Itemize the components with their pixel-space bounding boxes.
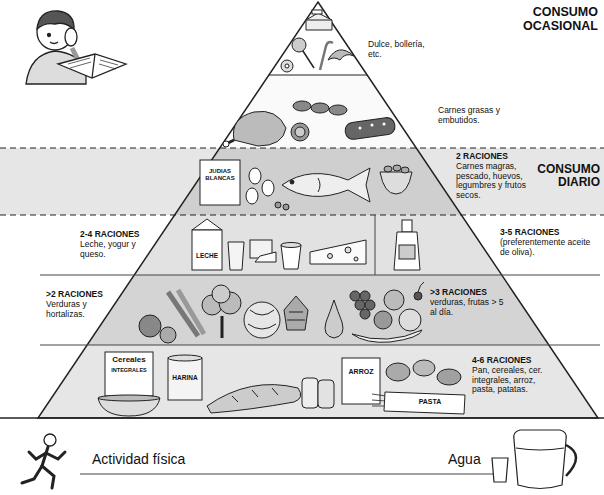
food-group-text: Pan, cereales, cer. integrales, arroz, p… [472,366,554,395]
serving-count: >2 RACIONES [46,290,120,300]
cereals [98,352,465,416]
tier-divider [375,215,376,275]
daily-band [0,148,604,215]
tier-protein [175,148,461,215]
consumption-heading: CONSUMO OCASIONAL [496,6,598,34]
package-label: Cereales [106,356,152,365]
dairy-oil [192,219,420,270]
food-group-text: verduras, frutas > 5 al día. [430,298,505,318]
tier-line [269,75,367,76]
vegetables [139,285,308,343]
food-group-text: Dulce, bollería, etc. [368,40,434,60]
water-jug [492,430,576,489]
lean-proteins [200,160,412,210]
food-group-text: (preferentemente aceite de oliva). [500,238,600,258]
package-label: PASTA [405,398,455,406]
food-tier-note: 3-5 RACIONES(preferentemente aceite de o… [500,228,600,257]
consumption-heading: CONSUMO DIARIO [534,163,600,189]
food-group-text: Verduras y hortalizas. [46,300,120,320]
package-label: LECHE [193,252,221,259]
food-tier-note: 4-6 RACIONESPan, cereales, cer. integral… [472,356,554,395]
food-tier-note: 2-4 RACIONESLeche, yogur y queso. [80,230,150,259]
serving-count: 4-6 RACIONES [472,356,554,366]
serving-count: 3-5 RACIONES [500,228,600,238]
food-tier-note: Dulce, bollería, etc. [368,40,434,60]
fruits [325,282,424,342]
dashed-divider [0,214,604,215]
tier-cereals [38,345,598,418]
package-label: JUDIAS BLANCAS [201,168,239,181]
serving-count: 2-4 RACIONES [80,230,150,240]
food-group-text: Carnes grasas y embutidos. [438,106,514,126]
tier-vegetables [87,275,549,345]
tier-occasional-top [269,2,367,75]
package-label: ARROZ [342,368,380,376]
food-tier-note: >2 RACIONESVerduras y hortalizas. [46,290,120,319]
pyramid-outline [38,2,598,418]
tier-dairy [134,215,502,275]
boy-reading [26,11,126,84]
package-label: HARINA [168,374,202,381]
runner [22,434,65,488]
serving-count: 2 RACIONES [456,152,532,162]
footer-label: Actividad física [92,452,222,467]
food-group-text: Carnes magras, pescado, huevos, legumbre… [456,162,532,201]
ground-line [80,474,498,475]
fatty-meats [223,101,396,147]
footer-label: Agua [448,452,488,467]
tier-fatty-meat [220,75,416,148]
food-tier-note: >3 RACIONESverduras, frutas > 5 al día. [430,288,505,317]
base-line [0,417,604,419]
sweets [281,10,354,72]
serving-count: >3 RACIONES [430,288,505,298]
package-label: INTEGRALES [106,367,152,373]
tier-line [40,345,600,346]
food-group-text: Leche, yogur y queso. [80,240,150,260]
food-tier-note: Carnes grasas y embutidos. [438,106,514,126]
tier-line [40,275,600,276]
food-tier-note: 2 RACIONESCarnes magras, pescado, huevos… [456,152,532,201]
dashed-divider [0,147,604,148]
